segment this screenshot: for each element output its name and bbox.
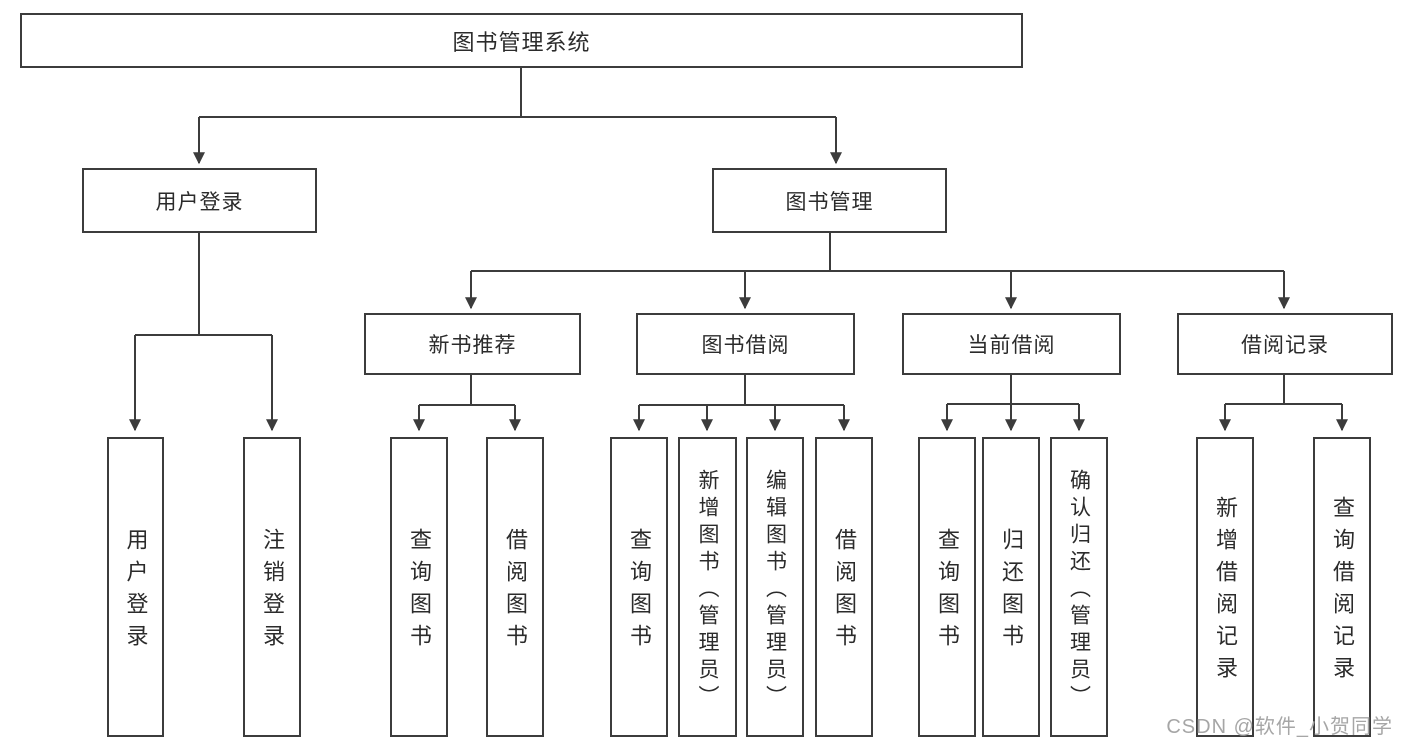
node-label: 归还图书 <box>999 528 1024 656</box>
node-nbr-query-book: 查询图书 <box>390 437 448 737</box>
node-label: 新增借阅记录 <box>1213 496 1238 688</box>
node-label: 查询借阅记录 <box>1330 496 1355 688</box>
node-cb-confirm-return-admin: 确认归还（管理员） <box>1050 437 1108 737</box>
csdn-watermark: CSDN @软件_小贺同学 <box>1166 716 1393 738</box>
node-nbr-borrow-book: 借阅图书 <box>486 437 544 737</box>
node-label: 确认归还（管理员） <box>1067 468 1091 712</box>
node-bb-borrow-book: 借阅图书 <box>815 437 873 737</box>
node-bb-edit-book-admin: 编辑图书（管理员） <box>746 437 804 737</box>
node-bb-query-book: 查询图书 <box>610 437 668 737</box>
node-label: 查询图书 <box>627 528 652 656</box>
node-bb-add-book-admin: 新增图书（管理员） <box>678 437 737 737</box>
node-br-add-record: 新增借阅记录 <box>1196 437 1254 737</box>
node-cb-return-book: 归还图书 <box>982 437 1040 737</box>
node-label: 用户登录 <box>123 528 149 656</box>
node-label: 新增图书（管理员） <box>696 468 719 712</box>
node-label: 借阅图书 <box>832 528 857 656</box>
node-label: 借阅图书 <box>503 528 528 656</box>
node-user-login: 用户登录 <box>82 168 317 233</box>
node-br-query-record: 查询借阅记录 <box>1313 437 1371 737</box>
node-label: 注销登录 <box>260 528 285 656</box>
node-library-management-system: 图书管理系统 <box>20 13 1023 68</box>
node-borrowing-records: 借阅记录 <box>1177 313 1393 375</box>
node-login-logout: 注销登录 <box>243 437 301 737</box>
node-current-borrowing: 当前借阅 <box>902 313 1121 375</box>
node-label: 查询图书 <box>935 528 960 656</box>
node-label: 编辑图书（管理员） <box>763 468 787 712</box>
node-book-management: 图书管理 <box>712 168 947 233</box>
node-label: 查询图书 <box>407 528 432 656</box>
node-login-user-login: 用户登录 <box>107 437 164 737</box>
node-new-book-recommend: 新书推荐 <box>364 313 581 375</box>
node-book-borrowing: 图书借阅 <box>636 313 855 375</box>
node-cb-query-book: 查询图书 <box>918 437 976 737</box>
